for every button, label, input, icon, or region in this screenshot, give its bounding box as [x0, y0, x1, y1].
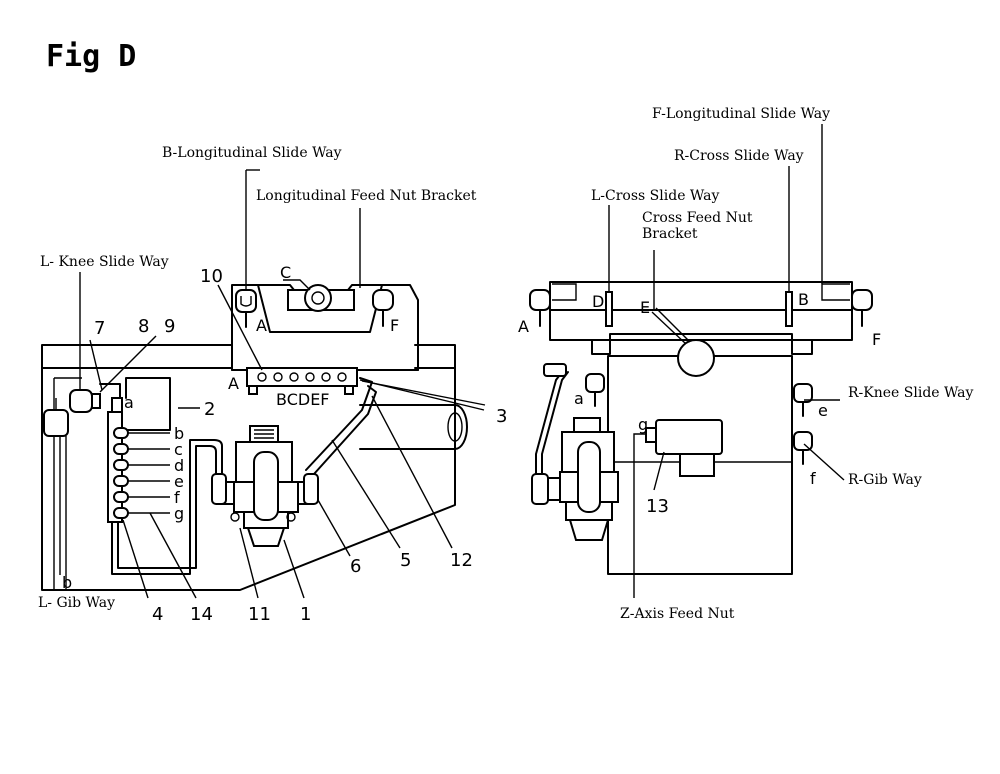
letter-g-outlet: g	[174, 504, 184, 523]
manifold	[107, 397, 170, 523]
letter-d-outlet: d	[174, 456, 184, 475]
letter-f-outlet: f	[174, 488, 180, 507]
label-l-gib-way: L- Gib Way	[38, 595, 115, 611]
fitting-7	[69, 389, 101, 413]
cross-feed-nut	[651, 250, 715, 377]
pump-inlet-pipe	[111, 439, 223, 575]
fitting-f-top	[372, 289, 394, 327]
letters-bcdef: BCDEF	[276, 390, 330, 409]
label-l-cross-slide-way: L-Cross Slide Way	[591, 188, 719, 204]
fitting-a-top	[235, 289, 257, 328]
label-r-gib-way: R-Gib Way	[848, 472, 922, 488]
label-z-axis-feed-nut: Z-Axis Feed Nut	[620, 606, 735, 622]
letter-a-outlet: a	[124, 393, 134, 412]
oiler-e-knee	[793, 383, 813, 417]
part-number-9: 9	[164, 316, 175, 337]
label-r-cross-slide-way: R-Cross Slide Way	[674, 148, 804, 164]
oiler-a-table	[529, 289, 551, 327]
letter-c: C	[280, 263, 291, 282]
letter-f-knee: f	[810, 469, 816, 488]
part-number-6: 6	[350, 556, 361, 577]
part-number-11: 11	[248, 604, 271, 625]
oiler-f-table	[851, 289, 873, 327]
letter-a-top: A	[256, 316, 267, 335]
letter-a-knee: a	[574, 389, 584, 408]
letter-e-right: E	[640, 298, 650, 317]
feed-nut-bracket	[287, 284, 355, 312]
part-number-7: 7	[94, 318, 105, 339]
label-f-longitudinal-slide-way: F-Longitudinal Slide Way	[652, 106, 830, 122]
label-r-knee-slide-way: R-Knee Slide Way	[848, 385, 974, 401]
label-longitudinal-feed-nut-bracket: Longitudinal Feed Nut Bracket	[256, 188, 477, 204]
letter-b-outlet: b	[174, 424, 184, 443]
part-number-1: 1	[300, 604, 311, 625]
label-b-longitudinal-slide-way: B-Longitudinal Slide Way	[162, 145, 342, 161]
letter-b-right: B	[798, 290, 809, 309]
letter-c-outlet: c	[174, 440, 183, 459]
z-axis-feed-nut	[633, 419, 723, 598]
letter-d-right: D	[592, 292, 604, 311]
letter-f-top: F	[390, 316, 399, 335]
part-number-4: 4	[152, 604, 163, 625]
letter-b-gib: b	[62, 573, 72, 592]
distributor-block	[246, 367, 358, 395]
part-number-2: 2	[204, 399, 215, 420]
oiler-a-knee	[585, 373, 605, 407]
part-number-14: 14	[190, 604, 213, 625]
right-view: F-Longitudinal Slide Way R-Cross Slide W…	[518, 106, 974, 622]
part-number-8: 8	[138, 316, 149, 337]
cylinder	[359, 404, 468, 450]
letter-e-knee: e	[818, 401, 828, 420]
part-number-3: 3	[496, 406, 507, 427]
letter-f-right: F	[872, 330, 881, 349]
letter-a-right: A	[518, 317, 529, 336]
column-body	[41, 344, 456, 591]
knee-pump	[531, 417, 619, 541]
part-number-13: 13	[646, 496, 669, 517]
oiler-f-knee	[793, 431, 813, 465]
knee-pipe	[535, 363, 569, 475]
left-leader-lines	[79, 169, 485, 599]
oil-pump	[211, 425, 319, 547]
left-view: B-Longitudinal Slide Way Longitudinal Fe…	[38, 145, 507, 625]
right-leader-lines	[803, 399, 845, 481]
letter-e-outlet: e	[174, 472, 184, 491]
slide-rods	[605, 124, 823, 327]
part-number-5: 5	[400, 550, 411, 571]
letter-a-block: A	[228, 374, 239, 393]
label-l-knee-slide-way: L- Knee Slide Way	[40, 254, 169, 270]
pipe-2	[99, 377, 171, 431]
label-bracket: Bracket	[642, 226, 698, 242]
l-gib-oiler	[43, 398, 69, 437]
pipe-block-to-pump	[305, 377, 486, 475]
part-number-10: 10	[200, 266, 223, 287]
manifold-pipes	[128, 432, 170, 514]
figure-title: Fig D	[46, 39, 136, 74]
letter-g-right: g	[638, 415, 648, 434]
part-number-12: 12	[450, 550, 473, 571]
l-gib-vertical-lines	[53, 377, 82, 590]
label-cross-feed-nut: Cross Feed Nut	[642, 210, 753, 226]
